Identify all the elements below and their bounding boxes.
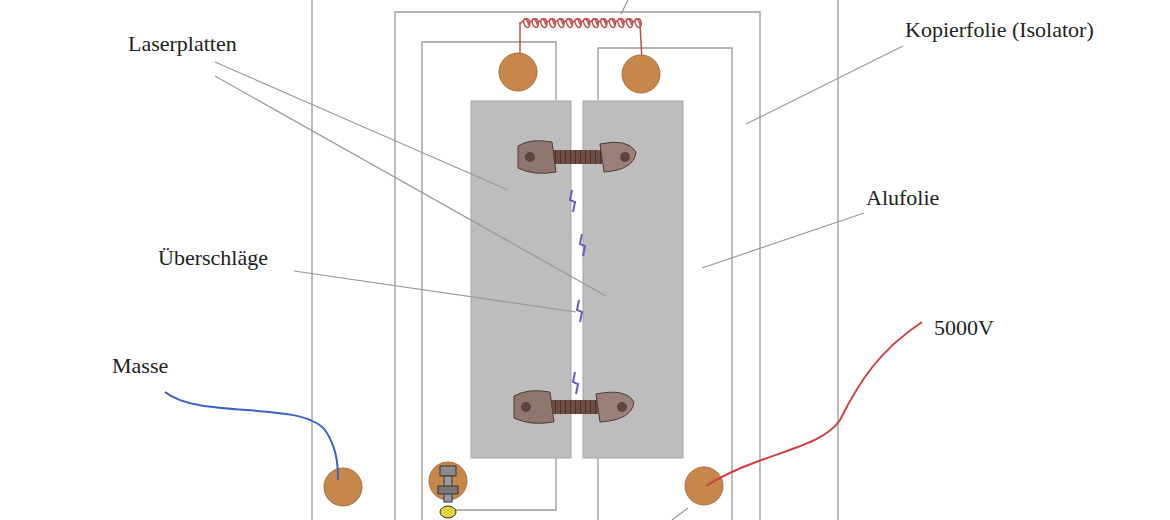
bolt: [438, 466, 458, 518]
copy-foil-outline: [312, 0, 838, 520]
part-label: Kopierfolie (Isolator): [905, 18, 1094, 42]
coil: [520, 19, 641, 28]
clamp: [514, 141, 636, 424]
part-label: Überschläge: [158, 246, 268, 270]
hv-wire: [706, 322, 922, 486]
part-label: Alufolie: [866, 186, 939, 210]
voltage-label: 5000V: [934, 316, 994, 340]
ground-wire: [165, 392, 338, 480]
part-label: Laserplatten: [128, 32, 237, 56]
alu-foil-outline: [422, 42, 732, 520]
terminal: [324, 53, 723, 506]
leader-line: [215, 0, 903, 520]
wire-label: Masse: [112, 354, 168, 378]
spark: [570, 190, 585, 394]
